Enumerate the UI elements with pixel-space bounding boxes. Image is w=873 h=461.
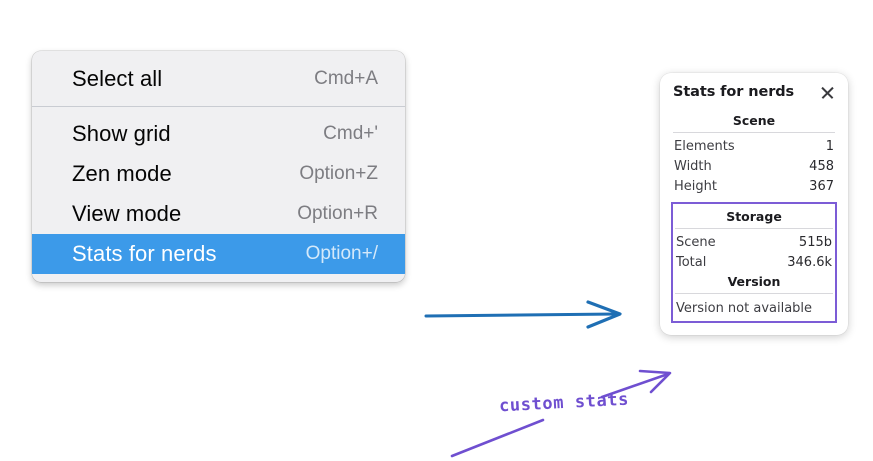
menu-item-label: View mode (72, 201, 182, 226)
menu-item-select-all[interactable]: Select all Cmd+A (32, 59, 405, 99)
blue-arrow-icon (424, 300, 622, 329)
menu-item-stats-for-nerds[interactable]: Stats for nerds Option+/ (32, 234, 405, 274)
stat-value: 1 (825, 138, 834, 154)
stat-label: Elements (674, 138, 735, 154)
annotation-label: custom stats (498, 389, 630, 417)
menu-separator (32, 106, 405, 107)
stat-value: 346.6k (787, 254, 832, 270)
menu-item-shortcut: Cmd+' (323, 123, 378, 144)
stat-row-width: Width 458 (671, 156, 837, 176)
stats-for-nerds-panel[interactable]: Stats for nerds Scene Elements 1 Width 4… (660, 73, 848, 335)
menu-group-2: Show grid Cmd+' Zen mode Option+Z View m… (32, 107, 405, 282)
stat-row-storage-total: Total 346.6k (673, 252, 835, 272)
panel-title: Stats for nerds (673, 84, 795, 100)
section-heading-version: Version (727, 274, 781, 289)
menu-group-1: Select all Cmd+A (32, 51, 405, 106)
stat-value: 515b (798, 234, 832, 250)
storage-section: Storage Scene 515b Total 346.6k (673, 207, 835, 272)
menu-item-shortcut: Option+R (297, 203, 378, 224)
stat-label: Width (674, 158, 712, 174)
menu-item-label: Stats for nerds (72, 241, 217, 266)
purple-underline-stroke (450, 418, 545, 458)
divider (675, 228, 833, 229)
section-heading-scene: Scene (732, 113, 776, 128)
context-menu[interactable]: Select all Cmd+A Show grid Cmd+' Zen mod… (32, 51, 405, 282)
menu-item-shortcut: Cmd+A (314, 68, 378, 89)
stat-label: Scene (676, 234, 716, 250)
scene-section: Scene Elements 1 Width 458 Height 367 (671, 112, 837, 196)
menu-item-label: Select all (72, 66, 163, 91)
stat-row-storage-scene: Scene 515b (673, 232, 835, 252)
menu-item-label: Zen mode (72, 161, 172, 186)
divider (673, 132, 835, 133)
stat-value: 458 (809, 158, 834, 174)
version-note: Version not available (676, 301, 813, 316)
stats-panel-header: Stats for nerds (671, 83, 837, 100)
custom-stats-highlight-box: Storage Scene 515b Total 346.6k Version … (671, 202, 837, 323)
divider (675, 293, 833, 294)
menu-item-view-mode[interactable]: View mode Option+R (32, 194, 405, 234)
menu-item-shortcut: Option+/ (305, 243, 378, 264)
menu-item-zen-mode[interactable]: Zen mode Option+Z (32, 154, 405, 194)
stat-row-elements: Elements 1 (671, 136, 837, 156)
version-section: Version Version not available (673, 272, 835, 317)
menu-item-shortcut: Option+Z (299, 163, 378, 184)
stat-label: Total (676, 254, 707, 270)
stat-label: Height (674, 178, 717, 194)
menu-item-show-grid[interactable]: Show grid Cmd+' (32, 114, 405, 154)
section-heading-storage: Storage (726, 209, 782, 224)
close-icon[interactable] (820, 85, 835, 100)
stat-value: 367 (809, 178, 834, 194)
stat-row-height: Height 367 (671, 176, 837, 196)
menu-item-label: Show grid (72, 121, 171, 146)
